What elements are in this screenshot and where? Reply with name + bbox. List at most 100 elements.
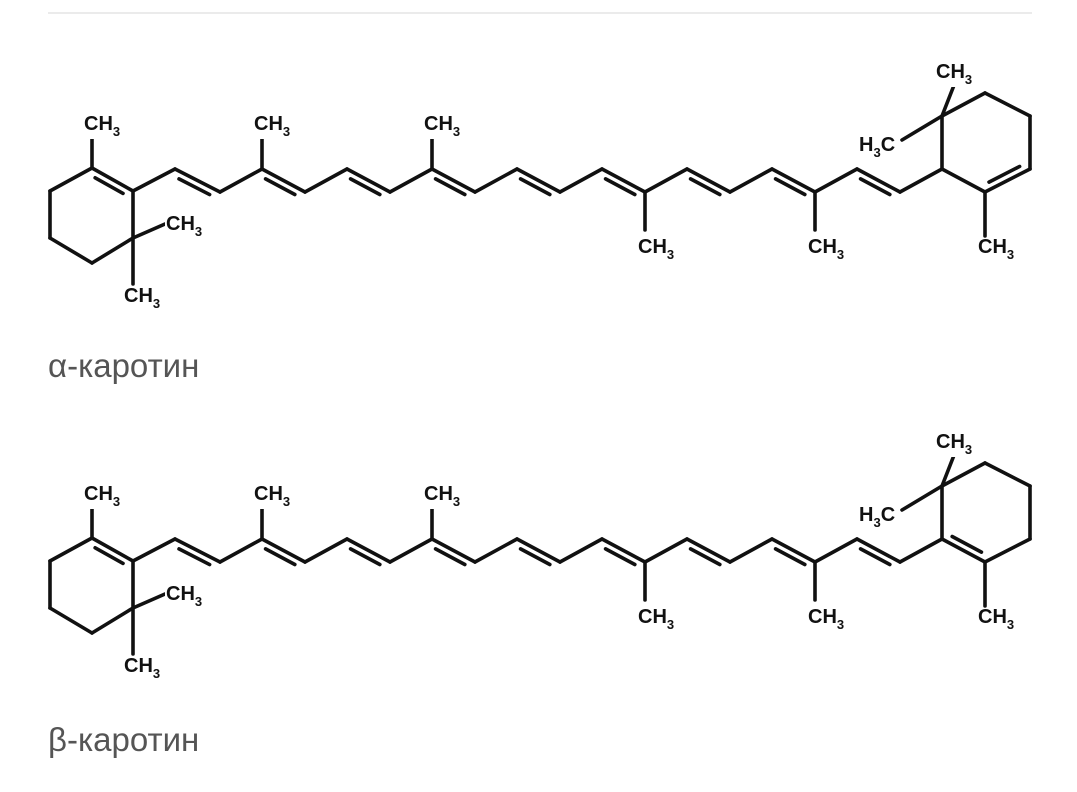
alpha-double-bond-line <box>987 164 1022 184</box>
alpha-methyl-label: CH3 <box>165 213 204 239</box>
alpha-bond <box>600 167 647 194</box>
beta-double-bond-line <box>603 547 637 567</box>
beta-bond <box>515 537 562 564</box>
beta-bond <box>855 537 902 564</box>
svg-text:CH3: CH3 <box>936 61 972 87</box>
svg-text:CH3: CH3 <box>124 285 160 311</box>
alpha-bond <box>685 167 732 194</box>
alpha-double-bond-line <box>93 175 125 196</box>
beta-double-bond-line <box>348 547 382 567</box>
svg-text:CH3: CH3 <box>166 583 202 609</box>
svg-text:CH3: CH3 <box>84 113 120 139</box>
alpha-double-bond-line <box>263 177 297 197</box>
beta-bond <box>131 537 177 563</box>
svg-text:H3C: H3C <box>859 504 895 530</box>
beta-double-bond-line <box>773 547 807 567</box>
beta-double-bond-line <box>858 547 892 567</box>
alpha-bond <box>813 167 859 194</box>
alpha-bonds <box>48 73 1032 286</box>
beta-bond <box>600 537 647 564</box>
beta-bond <box>345 537 392 564</box>
alpha-methyl-label: CH3 <box>935 61 974 87</box>
alpha-carotene-caption: α-каротин <box>48 347 200 384</box>
alpha-bond <box>131 222 167 240</box>
alpha-bond <box>218 167 264 194</box>
alpha-bond <box>940 167 987 194</box>
alpha-bond <box>131 167 177 193</box>
beta-methyl-label: CH3 <box>935 431 974 457</box>
beta-bond <box>48 606 94 635</box>
alpha-methyl-label: CH3 <box>83 113 122 139</box>
alpha-bond <box>473 167 519 194</box>
beta-double-bond-line <box>177 547 212 567</box>
beta-methyl-label: CH3 <box>253 483 292 509</box>
beta-bond <box>770 537 817 564</box>
alpha-double-bond-line <box>773 177 807 197</box>
svg-text:CH3: CH3 <box>254 113 290 139</box>
beta-bond <box>940 537 987 564</box>
svg-text:CH3: CH3 <box>808 606 844 632</box>
beta-methyl-label: CH3 <box>165 583 204 609</box>
svg-text:CH3: CH3 <box>638 606 674 632</box>
beta-double-bond-line <box>93 545 125 566</box>
alpha-bond <box>900 114 944 142</box>
svg-text:CH3: CH3 <box>254 483 290 509</box>
beta-bond <box>173 537 222 564</box>
beta-bond <box>90 536 135 563</box>
beta-bond <box>813 537 859 564</box>
alpha-methyl-label: CH3 <box>977 236 1016 262</box>
alpha-methyl-label: CH3 <box>423 113 462 139</box>
beta-double-bond-line <box>518 547 552 567</box>
alpha-methyl-label: CH3 <box>637 236 676 262</box>
alpha-double-bond-line <box>177 177 212 197</box>
alpha-bond <box>388 167 434 194</box>
alpha-methyl-label: CH3 <box>807 236 846 262</box>
alpha-bond <box>430 167 477 194</box>
alpha-bond <box>940 91 987 118</box>
alpha-bond <box>90 236 135 265</box>
alpha-bond <box>770 167 817 194</box>
alpha-bond <box>643 167 689 194</box>
svg-text:CH3: CH3 <box>978 606 1014 632</box>
beta-bond <box>983 461 1032 488</box>
svg-text:H3C: H3C <box>859 134 895 160</box>
svg-text:CH3: CH3 <box>424 113 460 139</box>
beta-bond <box>900 484 944 512</box>
beta-carotene-caption: β-каротин <box>48 721 200 758</box>
beta-methyl-label: H3C <box>858 504 897 530</box>
beta-bond <box>388 537 434 564</box>
alpha-double-bond-line <box>348 177 382 197</box>
alpha-bond <box>48 166 94 193</box>
alpha-bond <box>898 167 944 194</box>
svg-text:CH3: CH3 <box>166 213 202 239</box>
beta-methyl-label: CH3 <box>637 606 676 632</box>
beta-bond <box>685 537 732 564</box>
beta-methyl-label: CH3 <box>423 483 462 509</box>
beta-bond <box>90 606 135 635</box>
beta-methyl-label: CH3 <box>123 655 162 681</box>
alpha-bond <box>173 167 222 194</box>
beta-double-bond-line <box>950 534 984 554</box>
alpha-bond <box>983 167 1032 194</box>
beta-methyl-label: CH3 <box>83 483 122 509</box>
alpha-double-bond-line <box>518 177 552 197</box>
beta-bond <box>260 537 307 564</box>
beta-bond <box>48 536 94 563</box>
beta-bond <box>643 537 689 564</box>
beta-bond <box>473 537 519 564</box>
alpha-double-bond-line <box>603 177 637 197</box>
beta-double-bond-line <box>688 547 722 567</box>
beta-bond <box>218 537 264 564</box>
beta-bonds <box>48 443 1032 656</box>
svg-text:CH3: CH3 <box>808 236 844 262</box>
alpha-double-bond-line <box>433 177 467 197</box>
beta-bond <box>898 537 944 564</box>
beta-bond <box>558 537 604 564</box>
alpha-double-bond-line <box>688 177 722 197</box>
alpha-bond <box>303 167 349 194</box>
alpha-double-bond-line <box>858 177 892 197</box>
beta-bond <box>303 537 349 564</box>
